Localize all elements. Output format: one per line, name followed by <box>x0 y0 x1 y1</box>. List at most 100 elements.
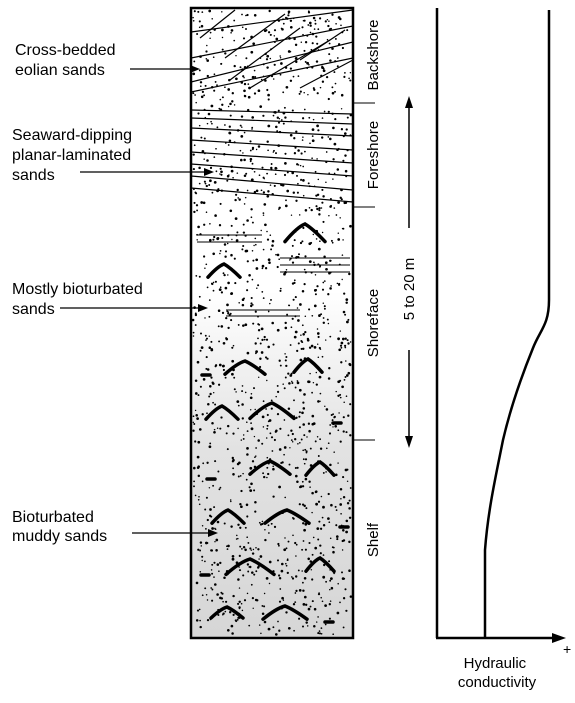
sand-grain <box>246 536 249 539</box>
sand-grain <box>246 447 249 450</box>
sand-grain <box>311 157 313 160</box>
sand-grain <box>330 503 333 507</box>
sand-grain <box>261 267 264 270</box>
sand-grain <box>337 394 340 397</box>
sand-grain <box>208 9 212 13</box>
sand-grain <box>192 92 195 95</box>
sand-grain <box>347 342 350 345</box>
burrow-mark <box>261 604 309 621</box>
sand-grain <box>303 595 307 599</box>
arrow-right-icon <box>552 633 566 643</box>
sand-grain <box>323 110 326 113</box>
sand-grain <box>194 379 198 383</box>
sand-grain <box>198 496 200 498</box>
sand-grain <box>287 434 290 437</box>
sand-grain <box>273 35 276 37</box>
sand-grain <box>301 503 305 506</box>
sand-grain <box>255 546 257 549</box>
sand-grain <box>208 238 212 242</box>
sand-grain <box>304 448 307 451</box>
sand-grain <box>227 281 230 285</box>
sand-grain <box>309 486 311 488</box>
sand-grain <box>341 549 344 551</box>
sand-grain <box>348 569 351 572</box>
sand-grain <box>340 512 342 515</box>
sand-grain <box>345 128 348 131</box>
label-bioturbated: Mostly bioturbated sands <box>12 281 147 318</box>
sand-grain <box>252 548 255 551</box>
sand-grain <box>237 197 240 199</box>
sand-grain <box>320 207 323 209</box>
sand-grain <box>332 158 335 161</box>
sand-grain <box>301 581 304 584</box>
sand-grain <box>316 621 318 623</box>
sand-grain <box>212 484 215 487</box>
sand-grain <box>223 576 226 580</box>
sand-grain <box>292 298 295 301</box>
sand-grain <box>339 396 342 399</box>
sand-grain <box>308 206 311 209</box>
sand-grain <box>282 599 285 601</box>
sand-grain <box>309 24 312 27</box>
sand-grain <box>322 471 325 474</box>
sand-grain <box>240 489 243 493</box>
sand-grain <box>300 347 303 350</box>
sand-grain <box>249 547 252 550</box>
sand-grain <box>326 447 328 450</box>
sand-grain <box>302 540 305 542</box>
sand-grain <box>250 422 252 424</box>
sand-grain <box>233 257 236 260</box>
sand-grain <box>208 514 212 517</box>
sand-grain <box>343 379 346 381</box>
sand-grain <box>302 401 305 404</box>
sand-grain <box>250 482 253 486</box>
sand-grain <box>343 401 345 404</box>
sand-grain <box>218 224 222 227</box>
sand-grain <box>219 427 222 430</box>
sand-grain <box>269 184 272 186</box>
sand-grain <box>319 266 321 268</box>
sand-grain <box>348 516 352 519</box>
sand-grain <box>323 563 326 567</box>
sand-grain <box>283 453 285 456</box>
sand-grain <box>309 447 312 450</box>
sand-grain <box>209 392 212 396</box>
sand-grain <box>243 158 246 162</box>
sand-grain <box>203 94 206 97</box>
burrow-mark <box>248 401 296 421</box>
sand-grain <box>216 84 218 87</box>
sand-grain <box>303 283 306 286</box>
sand-grain <box>301 324 304 327</box>
sand-grain <box>289 50 292 53</box>
sand-grain <box>336 282 339 285</box>
sand-grain <box>263 620 267 624</box>
sand-grain <box>254 501 257 504</box>
sand-grain <box>237 537 239 540</box>
sand-grain <box>284 116 287 119</box>
sand-grain <box>344 132 347 135</box>
sand-grain <box>293 399 295 402</box>
sand-grain <box>283 419 286 421</box>
sand-grain <box>267 524 270 527</box>
sand-grain <box>345 609 348 612</box>
sand-grain <box>266 379 268 382</box>
sand-grain <box>317 400 320 403</box>
sand-grain <box>344 346 347 349</box>
sand-grain <box>239 475 242 477</box>
sand-grain <box>297 75 300 77</box>
thickness-scale <box>405 96 413 448</box>
sand-grain <box>283 446 287 449</box>
sand-grain <box>344 169 348 173</box>
sand-grain <box>306 61 309 65</box>
sand-grain <box>264 529 266 531</box>
sand-grain <box>276 253 280 257</box>
sand-grain <box>262 212 265 215</box>
sand-grain <box>301 548 304 551</box>
sand-grain <box>241 248 244 251</box>
sand-grain <box>316 435 319 438</box>
sand-grain <box>342 430 345 433</box>
sand-grain <box>300 41 303 43</box>
sand-grain <box>228 125 231 128</box>
sand-grain <box>321 231 324 234</box>
sand-grain <box>237 616 240 619</box>
